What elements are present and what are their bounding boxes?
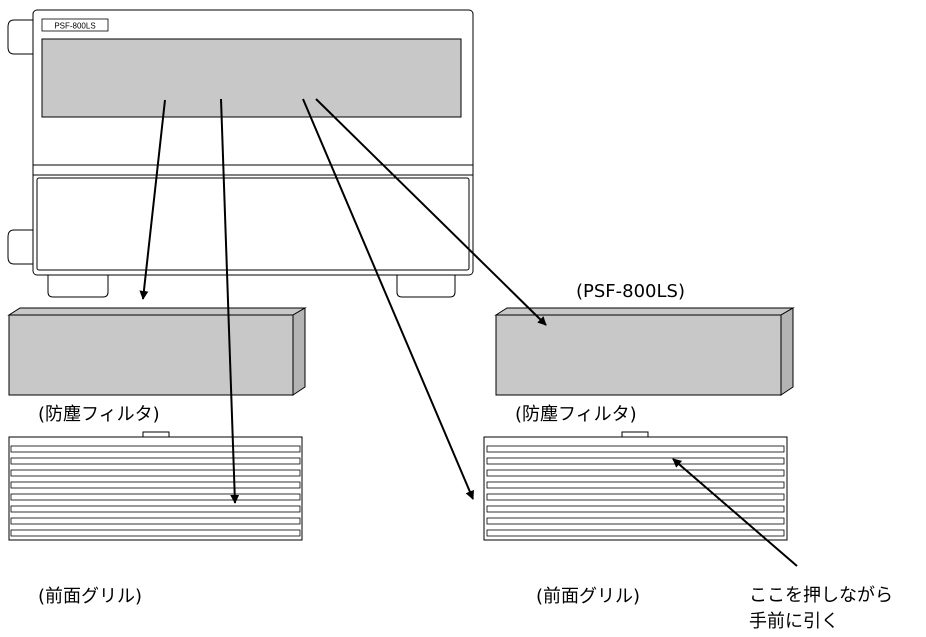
arrow-to-filter-left bbox=[139, 99, 166, 300]
front-display-panel bbox=[41, 38, 462, 118]
grille-right-tab bbox=[621, 431, 649, 438]
dust-filter-right bbox=[494, 307, 795, 396]
front-grille-right bbox=[483, 431, 788, 541]
filter-right-top bbox=[494, 307, 795, 316]
instruction-line-1: ここを押しながら bbox=[749, 585, 893, 606]
grille-left-slats bbox=[10, 445, 301, 537]
grille-right-frame bbox=[483, 436, 788, 541]
dust-filter-left bbox=[7, 307, 307, 396]
model-caption: (PSF-800LS) bbox=[576, 281, 685, 302]
foot-right bbox=[396, 275, 456, 298]
arrow-push-point bbox=[672, 458, 798, 567]
model-label-box bbox=[41, 18, 109, 32]
grille-opening bbox=[36, 177, 470, 271]
foot-left bbox=[47, 275, 109, 298]
arrow-to-grille-left bbox=[220, 98, 240, 504]
filter-left-front bbox=[8, 314, 294, 396]
filter-right-label: (防塵フィルタ) bbox=[515, 404, 637, 425]
filter-left-top bbox=[7, 307, 307, 316]
grille-left-frame bbox=[8, 436, 303, 541]
front-grille-left bbox=[8, 431, 303, 541]
instruction-line-2: 手前に引く bbox=[749, 611, 839, 632]
left-handle-bottom bbox=[7, 229, 33, 265]
power-supply-unit: PSF-800LS bbox=[7, 9, 474, 298]
arrow-to-filter-right bbox=[315, 98, 547, 326]
filter-right-side bbox=[780, 307, 794, 396]
grille-left-label: (前面グリル) bbox=[38, 586, 143, 607]
grille-left-tab bbox=[142, 431, 170, 438]
grille-right-label: (前面グリル) bbox=[536, 586, 641, 607]
filter-left-label: (防塵フィルタ) bbox=[38, 404, 160, 425]
filter-left-side bbox=[292, 307, 306, 396]
arrow-to-grille-right bbox=[302, 98, 474, 500]
grille-right-slats bbox=[486, 445, 785, 537]
filter-right-front bbox=[495, 314, 782, 396]
arrows bbox=[139, 98, 798, 567]
model-label: PSF-800LS bbox=[54, 22, 95, 31]
left-handle-top bbox=[7, 19, 33, 55]
